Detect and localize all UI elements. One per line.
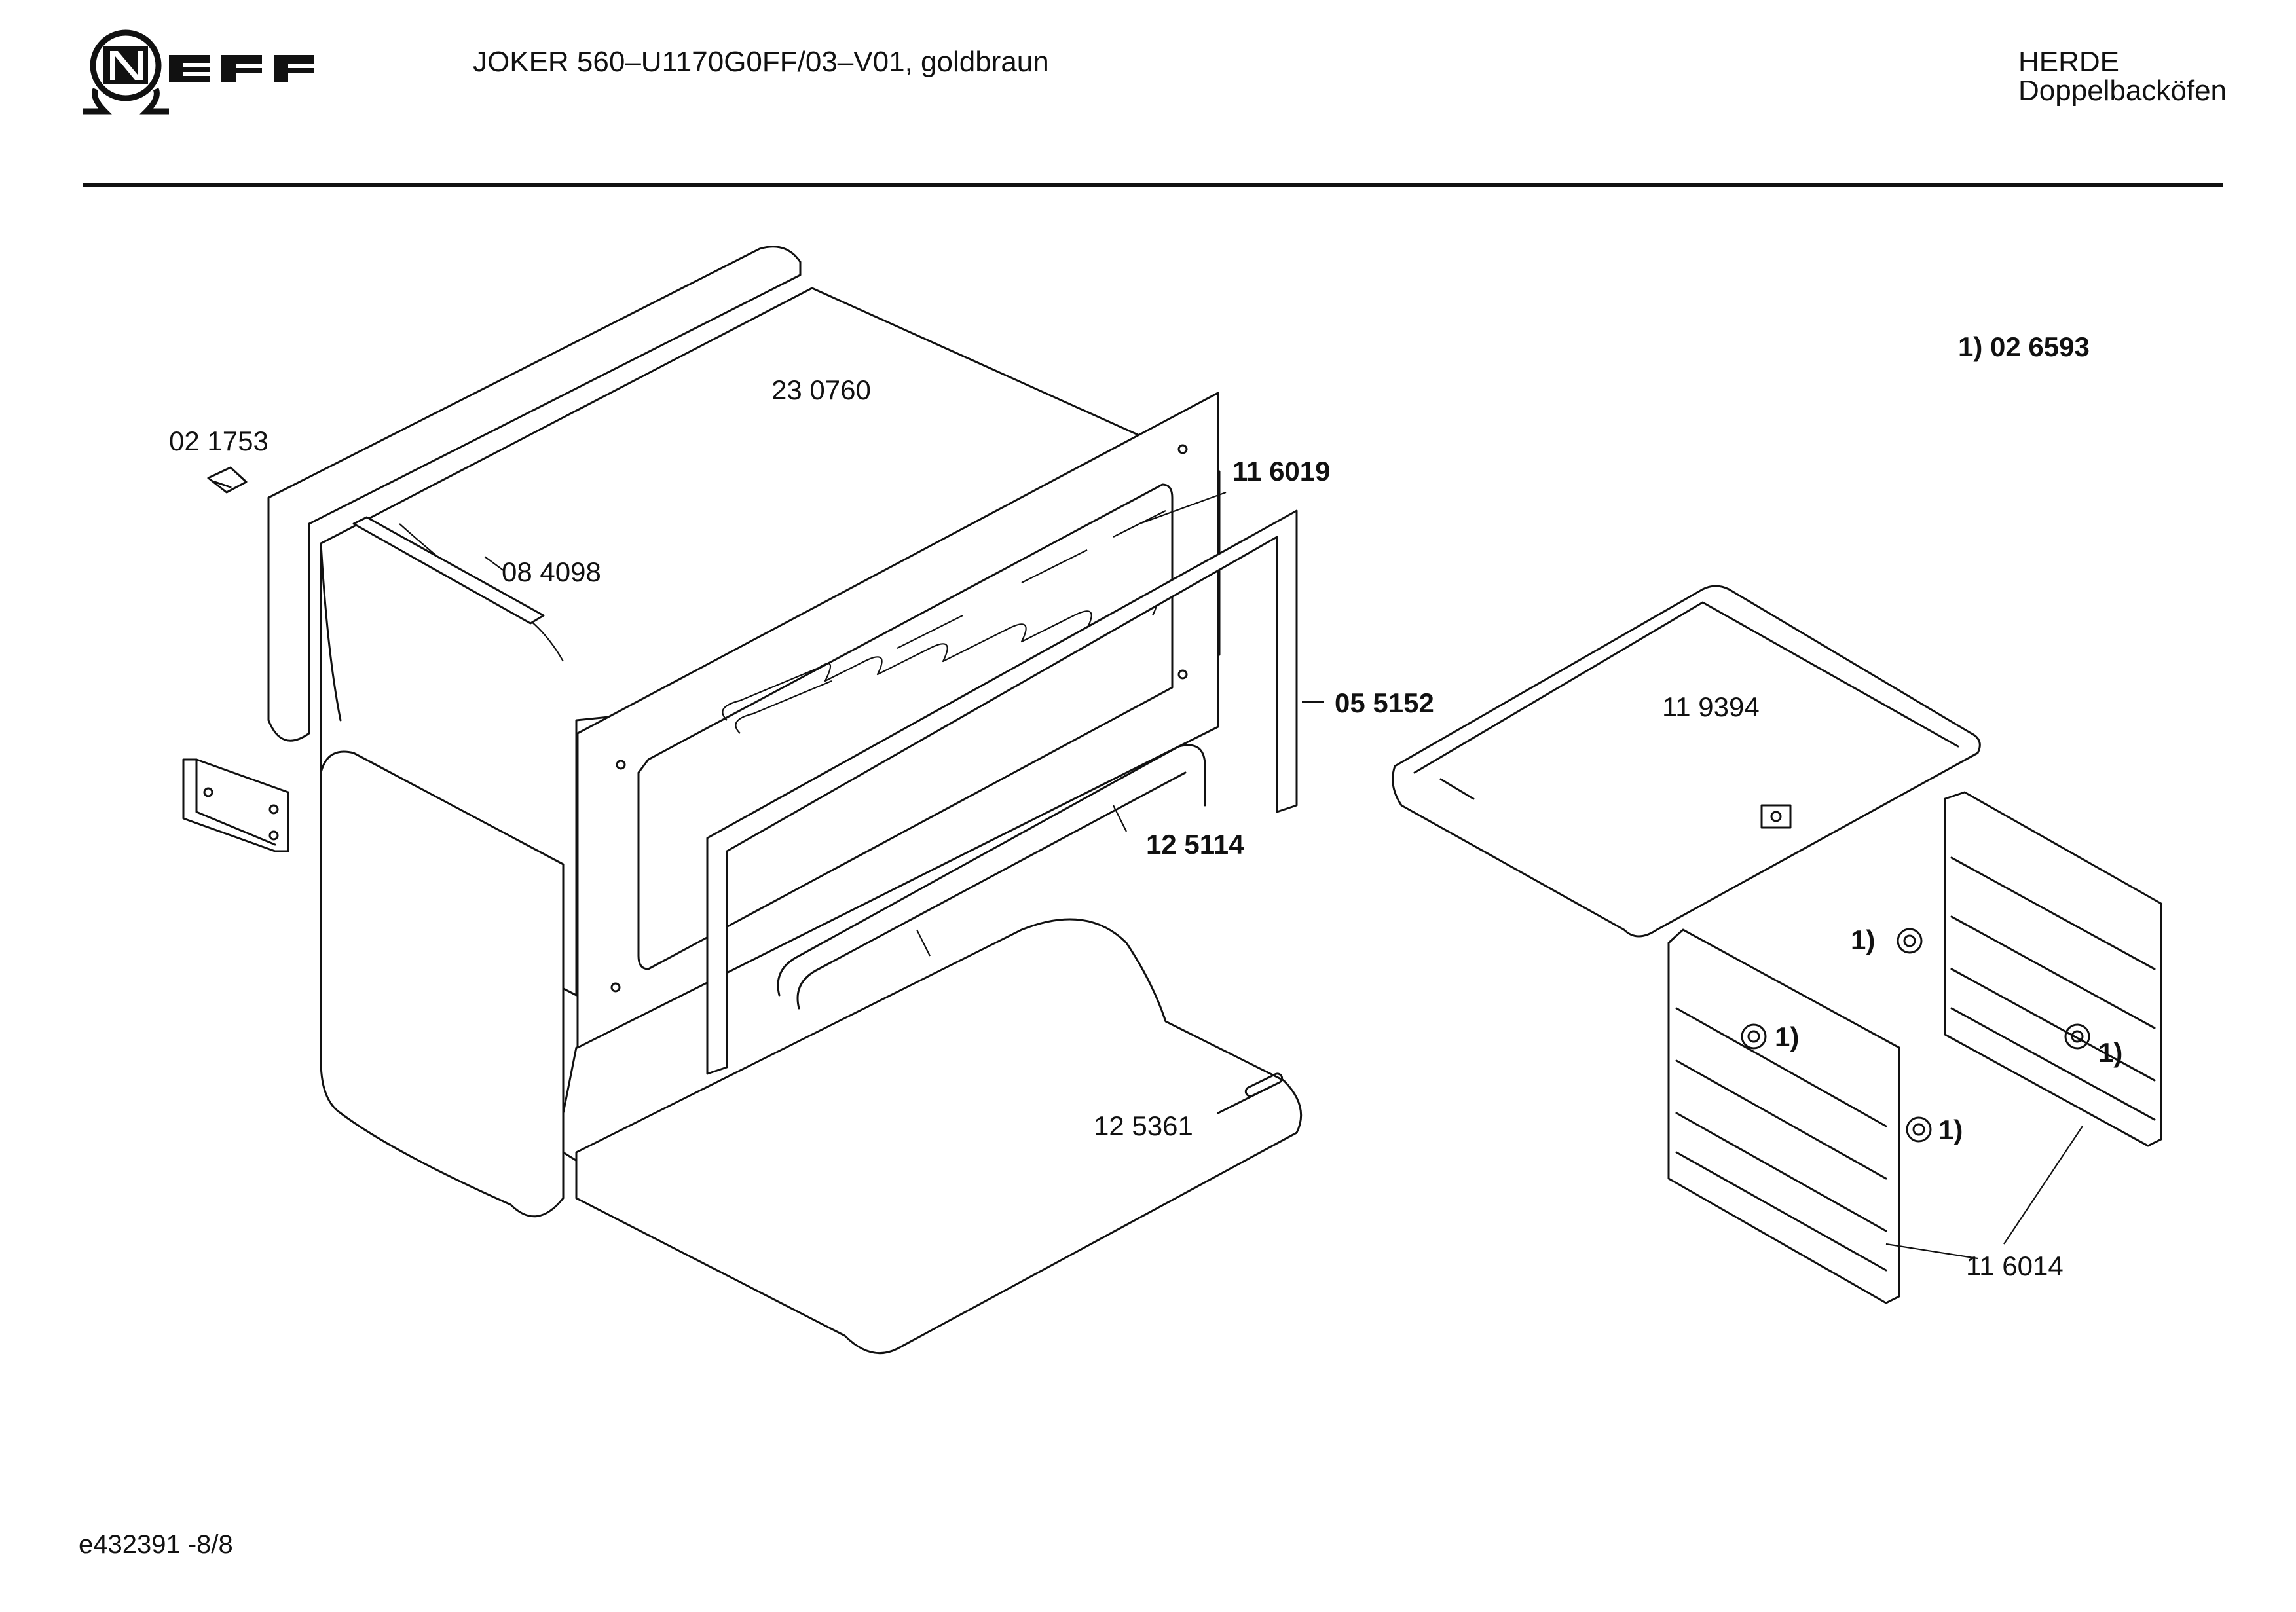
- leader-lines: [484, 491, 2083, 1260]
- label-125114: 12 5114: [1146, 829, 1244, 860]
- cover-plate: [1392, 585, 1981, 938]
- neff-logo: [83, 29, 314, 115]
- lower-heating-element: [777, 744, 1206, 1010]
- bottom-tray: [575, 918, 1303, 1355]
- footnote-026593: 1) 02 6593: [1958, 331, 2090, 362]
- side-rail-left: [1667, 928, 1932, 1304]
- label-116014: 11 6014: [1966, 1251, 2064, 1281]
- label-021753: 02 1753: [169, 426, 268, 456]
- label-125361: 12 5361: [1094, 1110, 1193, 1141]
- header-divider: [83, 183, 2223, 187]
- subcategory-label: Doppelbacköfen: [2018, 75, 2227, 107]
- footnote-ref-a: 1): [1851, 925, 1875, 955]
- clip: [207, 466, 248, 494]
- front-frame: [576, 392, 1219, 1049]
- label-084098: 08 4098: [502, 557, 601, 587]
- label-119394: 11 9394: [1662, 691, 1760, 722]
- door-seal: [706, 509, 1298, 1075]
- document-title: JOKER 560–U1170G0FF/03–V01, goldbraun: [473, 46, 1049, 78]
- footnote-ref-b: 1): [1775, 1021, 1799, 1052]
- label-230760: 23 0760: [771, 375, 871, 405]
- document-reference: e432391 -8/8: [79, 1530, 233, 1559]
- footnote-ref-c: 1): [2098, 1037, 2122, 1068]
- label-055152: 05 5152: [1335, 687, 1434, 718]
- side-bracket: [182, 758, 289, 852]
- category-label: HERDE: [2018, 46, 2120, 78]
- footnote-ref-d: 1): [1938, 1114, 1963, 1145]
- side-rail-right: [1944, 791, 2162, 1147]
- label-116019: 11 6019: [1232, 456, 1331, 486]
